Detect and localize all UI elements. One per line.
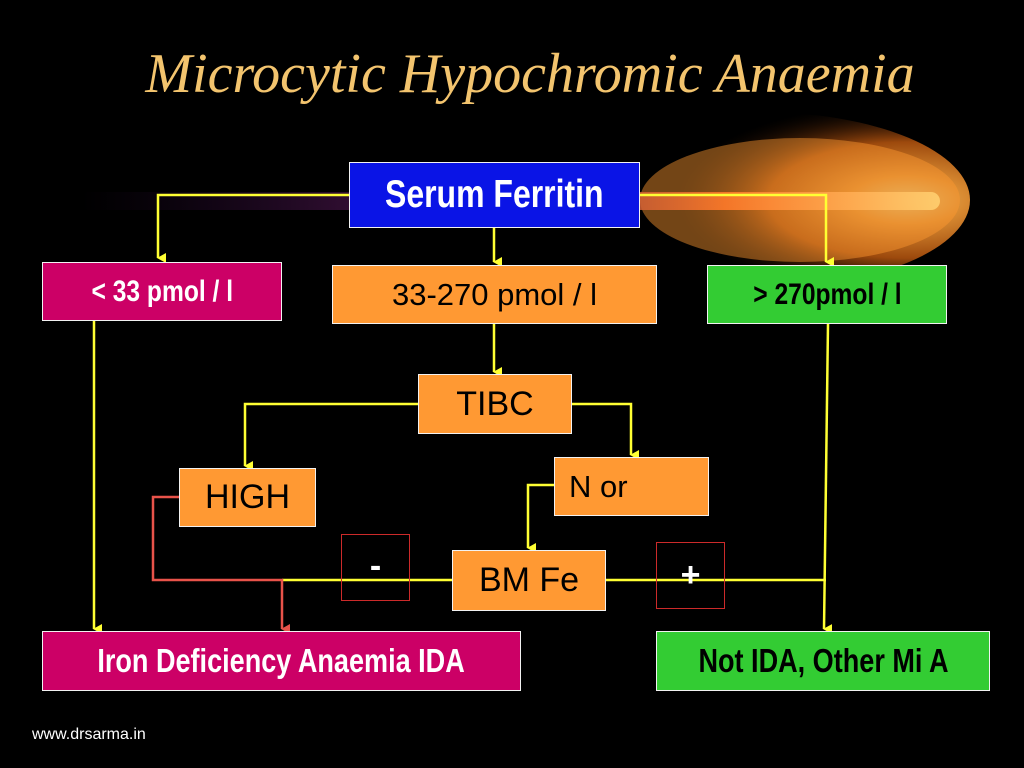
connector-high-ida [151, 495, 290, 634]
low-ferritin-box: < 33 pmol / l [42, 262, 282, 321]
low-ferritin-label: < 33 pmol / l [91, 274, 233, 308]
positive-result-box: + [656, 542, 725, 609]
serum-ferritin-box: Serum Ferritin [349, 162, 640, 228]
connector-normal-low-bmfe [526, 483, 554, 553]
negative-result-box: - [341, 534, 410, 601]
bm-fe-box: BM Fe [452, 550, 606, 611]
high-ferritin-box: > 270pmol / l [707, 265, 947, 324]
negative-result-label: - [369, 547, 382, 585]
tibc-box: TIBC [418, 374, 572, 434]
positive-result-label: + [680, 556, 701, 594]
bm-fe-label: BM Fe [478, 561, 580, 599]
high-ferritin-label: > 270pmol / l [752, 277, 902, 311]
website-footer: www.drsarma.in [32, 726, 146, 743]
tibc-normal-low-box: N or [554, 457, 709, 516]
slide-title: Microcytic Hypochromic Anaemia [145, 43, 915, 105]
connector-tibc-normal-low [572, 402, 639, 460]
mid-ferritin-label: 33-270 pmol / l [391, 276, 598, 312]
tibc-normal-low-label: N or [569, 468, 628, 504]
serum-ferritin-label: Serum Ferritin [385, 173, 604, 216]
not-ida-box: Not IDA, Other Mi A [656, 631, 990, 691]
tibc-label: TIBC [456, 384, 534, 423]
tibc-high-box: HIGH [179, 468, 316, 527]
connector-ferritin-high [640, 193, 834, 267]
connector-high-notida [822, 323, 833, 635]
connector-ferritin-low [156, 193, 349, 263]
tibc-high-label: HIGH [205, 478, 290, 516]
connector-tibc-high [243, 402, 418, 471]
mid-ferritin-box: 33-270 pmol / l [332, 265, 657, 324]
ida-box: Iron Deficiency Anaemia IDA [42, 631, 521, 691]
not-ida-label: Not IDA, Other Mi A [697, 642, 949, 679]
ida-label: Iron Deficiency Anaemia IDA [97, 642, 466, 679]
